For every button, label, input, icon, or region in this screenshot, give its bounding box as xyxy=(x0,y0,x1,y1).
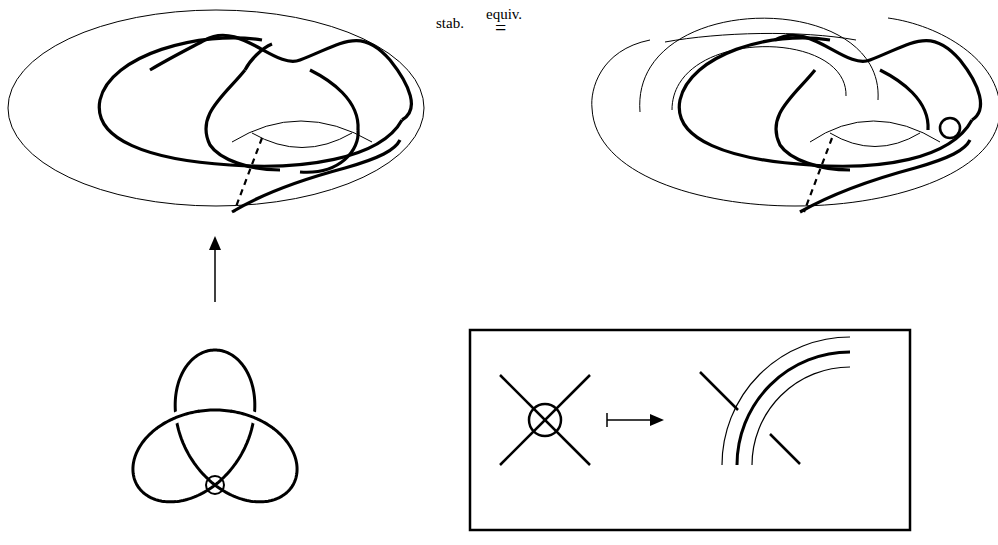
arrow-up xyxy=(209,236,221,302)
torus-right xyxy=(592,18,998,212)
virtual-crossing xyxy=(206,476,224,494)
torus-left xyxy=(8,10,424,212)
knot-strand xyxy=(231,411,273,428)
label-text: = xyxy=(495,18,506,38)
label-text: stab. xyxy=(436,16,464,31)
virtual-trefoil xyxy=(133,350,297,502)
knot-strand xyxy=(157,411,199,428)
knot-strand xyxy=(133,350,297,502)
rule-box xyxy=(470,330,910,530)
